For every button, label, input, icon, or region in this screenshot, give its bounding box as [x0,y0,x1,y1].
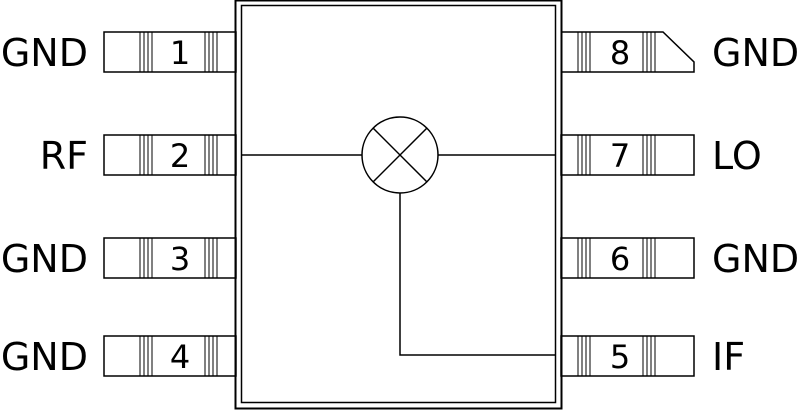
pin-6: 6 GND [560,237,799,281]
pin-number: 6 [610,240,630,278]
pin-label: GND [712,31,799,75]
pin-label: RF [40,134,88,178]
pin-4: 4 GND [1,335,237,379]
pin-3: 3 GND [1,237,237,281]
pin-8: 8 GND [561,31,799,75]
pin-lead [103,134,237,176]
pin-label: GND [1,237,88,281]
pin-number: 3 [170,240,190,278]
pin-number: 8 [610,34,630,72]
if-wire [399,193,556,356]
pin-number: 7 [610,137,630,175]
pin-number: 5 [610,338,630,376]
pin-7: 7 LO [560,134,762,178]
pin-lead [103,335,237,377]
pin-number: 4 [170,338,190,376]
pin-2: 2 RF [40,134,237,178]
pin-5: 5 IF [560,335,745,379]
pin-number: 1 [170,34,190,72]
pin-number: 2 [170,137,190,175]
pin-label: GND [1,31,88,75]
pin-1: 1 GND [1,31,237,75]
pin-lead [103,31,237,73]
pin-label: GND [1,335,88,379]
pin-lead [561,31,695,73]
pin-label: LO [712,134,762,178]
pin-lead [560,134,695,176]
package-body [234,0,563,410]
mixer-symbol [361,116,439,194]
pin-lead [560,237,695,279]
pin-label: IF [712,335,745,379]
pin-lead [560,335,695,377]
signal-wires [241,154,556,356]
pin-lead [103,237,237,279]
pin-label: GND [712,237,799,281]
